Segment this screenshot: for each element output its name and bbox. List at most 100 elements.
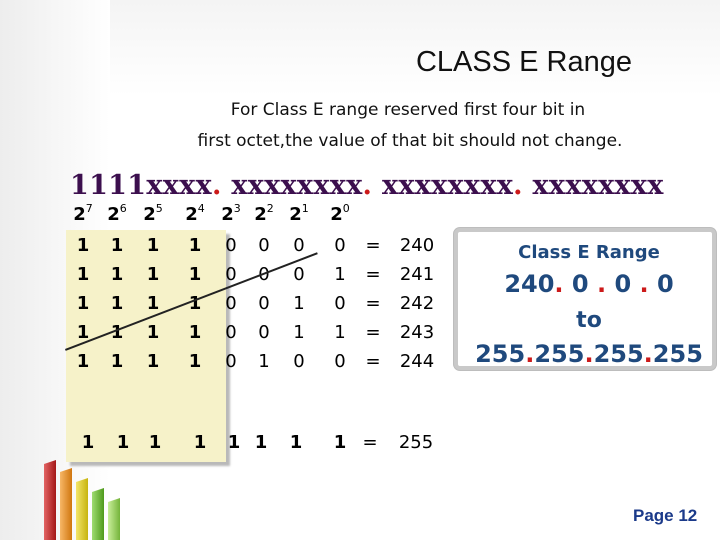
bit-cell: 1 (334, 264, 346, 285)
weight-exponent: 3 (233, 202, 241, 215)
pattern-octet-3: xxxxxxxx (381, 170, 514, 201)
range-dot: . (584, 340, 594, 368)
weight-exponent: 0 (342, 202, 350, 215)
range-dot: . (631, 270, 657, 298)
range-heading: Class E Range (518, 242, 660, 263)
bit-cell: 1 (110, 351, 124, 372)
bit-cell: 1 (293, 322, 305, 343)
range-end-octet: 255 (534, 340, 585, 368)
pattern-octet-2: xxxxxxxx (231, 170, 363, 201)
bit-cell: 1 (188, 322, 202, 343)
equals-sign: = (365, 293, 381, 314)
bit-cell: 0 (225, 293, 237, 314)
pattern-dot: . (513, 170, 523, 201)
bit-cell: 1 (146, 351, 160, 372)
max-bit-cell: 1 (193, 432, 207, 453)
weight-exponent: 2 (266, 202, 274, 215)
pattern-octet-1: 1111xxxx (70, 170, 212, 201)
bit-cell: 0 (258, 293, 270, 314)
bit-cell: 1 (293, 293, 305, 314)
bit-cell: 0 (334, 235, 346, 256)
bit-weight-header: 24 (185, 202, 205, 225)
range-end-octet: 255 (652, 340, 703, 368)
weight-base: 2 (143, 204, 156, 225)
max-bit-cell: 1 (227, 432, 241, 453)
weight-base: 2 (221, 204, 234, 225)
decimal-value: 242 (399, 293, 435, 314)
bit-cell: 1 (188, 351, 202, 372)
decimal-value: 244 (399, 351, 435, 372)
bit-cell: 1 (110, 264, 124, 285)
decimal-value: 243 (399, 322, 435, 343)
weight-base: 2 (185, 204, 198, 225)
decimal-value: 255 (398, 432, 434, 453)
decimal-value: 240 (399, 235, 435, 256)
weight-exponent: 6 (119, 202, 127, 215)
range-to: to (576, 308, 602, 333)
bit-cell: 1 (76, 293, 90, 314)
bit-cell: 0 (293, 235, 305, 256)
bit-cell: 1 (188, 264, 202, 285)
bit-cell: 0 (225, 351, 237, 372)
bit-cell: 1 (76, 235, 90, 256)
page-number: Page 12 (633, 506, 698, 525)
bit-cell: 1 (334, 322, 346, 343)
bit-cell: 1 (188, 235, 202, 256)
equals-sign: = (365, 235, 381, 256)
max-bit-cell: 1 (289, 432, 303, 453)
bit-weight-header: 27 (73, 202, 93, 225)
bit-cell: 0 (334, 351, 346, 372)
max-bit-cell: 1 (148, 432, 162, 453)
weight-exponent: 5 (155, 202, 163, 215)
bit-cell: 1 (76, 322, 90, 343)
bit-cell: 1 (110, 293, 124, 314)
bar-chart-logo-icon (44, 460, 120, 540)
range-end: 255.255.255.255 (458, 340, 720, 368)
range-box: Class E Range 240. 0 . 0 . 0 to 255.255.… (454, 228, 716, 370)
equals-sign: = (365, 322, 381, 343)
equals-sign: = (365, 264, 381, 285)
address-pattern: 1111xxxx. xxxxxxxx. xxxxxxxx. xxxxxxxx (70, 170, 664, 201)
bit-cell: 1 (110, 235, 124, 256)
pattern-dot: . (362, 170, 373, 201)
bit-cell: 1 (146, 235, 160, 256)
range-end-octet: 255 (475, 340, 526, 368)
range-start-octet: 0 (614, 270, 632, 298)
description-line-1: For Class E range reserved first four bi… (230, 100, 586, 120)
bit-cell: 0 (293, 264, 305, 285)
range-dot: . (525, 340, 535, 368)
header-band (0, 0, 720, 96)
bit-weight-header: 23 (221, 202, 241, 225)
range-start-octet: 0 (571, 270, 589, 298)
bit-cell: 0 (334, 293, 346, 314)
range-dot: . (643, 340, 653, 368)
bit-cell: 0 (225, 322, 237, 343)
pattern-dot: . (211, 170, 222, 201)
bit-cell: 1 (258, 351, 270, 372)
bit-weight-header: 21 (289, 202, 309, 225)
pattern-octet-4: xxxxxxxx (532, 170, 664, 201)
equals-sign: = (365, 351, 381, 372)
bit-cell: 1 (146, 264, 160, 285)
weight-exponent: 4 (197, 202, 205, 215)
max-bit-cell: 1 (81, 432, 95, 453)
range-start-octet: 0 (656, 270, 674, 298)
slide-title: CLASS E Range (415, 46, 632, 78)
bit-weight-header: 20 (330, 202, 350, 225)
bit-weight-header: 25 (143, 202, 163, 225)
range-end-octet: 255 (593, 340, 644, 368)
bit-cell: 1 (76, 351, 90, 372)
equals-sign: = (362, 432, 378, 453)
max-bit-cell: 1 (333, 432, 347, 453)
weight-base: 2 (289, 204, 302, 225)
weight-exponent: 7 (85, 202, 93, 215)
range-start-octet: 240 (504, 270, 555, 298)
max-bit-cell: 1 (116, 432, 130, 453)
bit-cell: 0 (258, 235, 270, 256)
bit-cell: 0 (225, 235, 237, 256)
description-line-2: first octet,the value of that bit should… (197, 131, 623, 151)
weight-base: 2 (330, 204, 343, 225)
max-bit-cell: 1 (254, 432, 268, 453)
range-dot: . (554, 270, 572, 298)
weight-base: 2 (107, 204, 120, 225)
